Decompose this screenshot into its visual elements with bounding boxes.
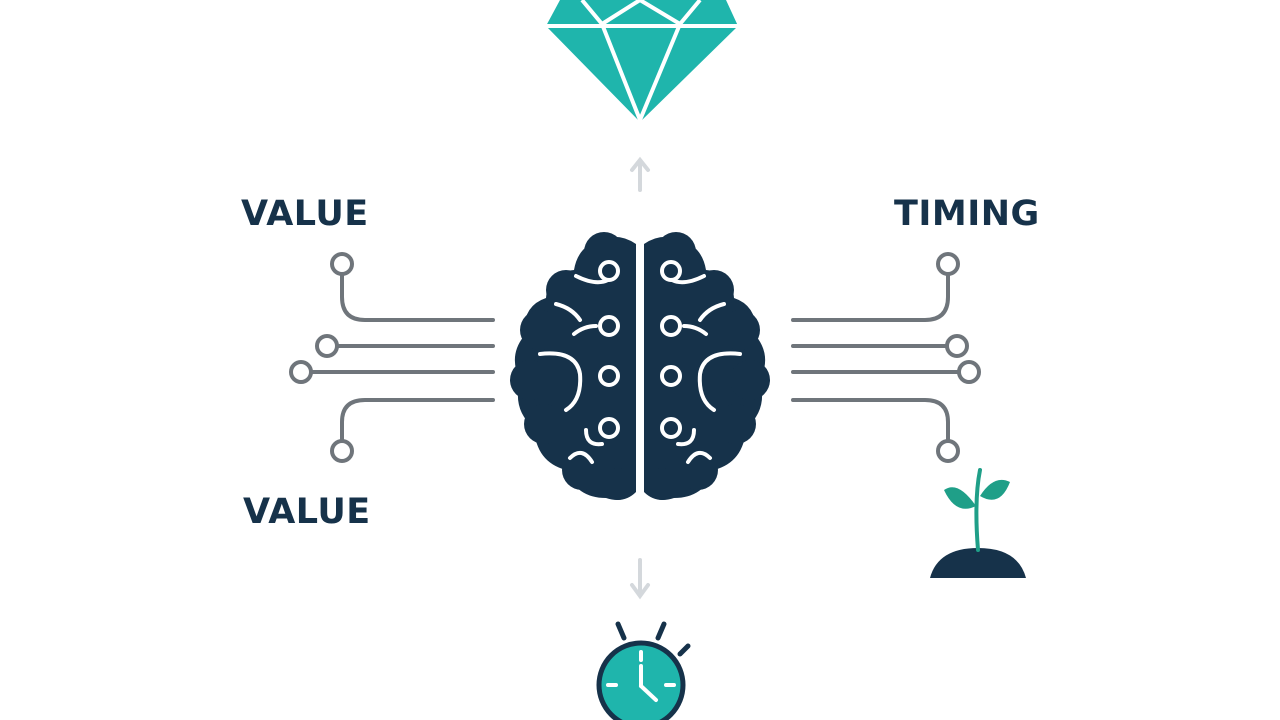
right-circuit-lines xyxy=(791,252,981,463)
diamond-icon xyxy=(546,0,738,122)
arrow-down-icon xyxy=(630,558,650,600)
arrow-up-icon xyxy=(630,156,650,192)
sprout-icon xyxy=(930,468,1026,578)
timing-label: TIMING xyxy=(894,194,1040,234)
brain-icon xyxy=(510,232,770,506)
stopwatch-icon xyxy=(596,621,691,720)
value-label-top: VALUE xyxy=(241,194,369,234)
left-circuit-lines xyxy=(289,252,495,463)
value-label-bottom: VALUE xyxy=(243,492,371,532)
